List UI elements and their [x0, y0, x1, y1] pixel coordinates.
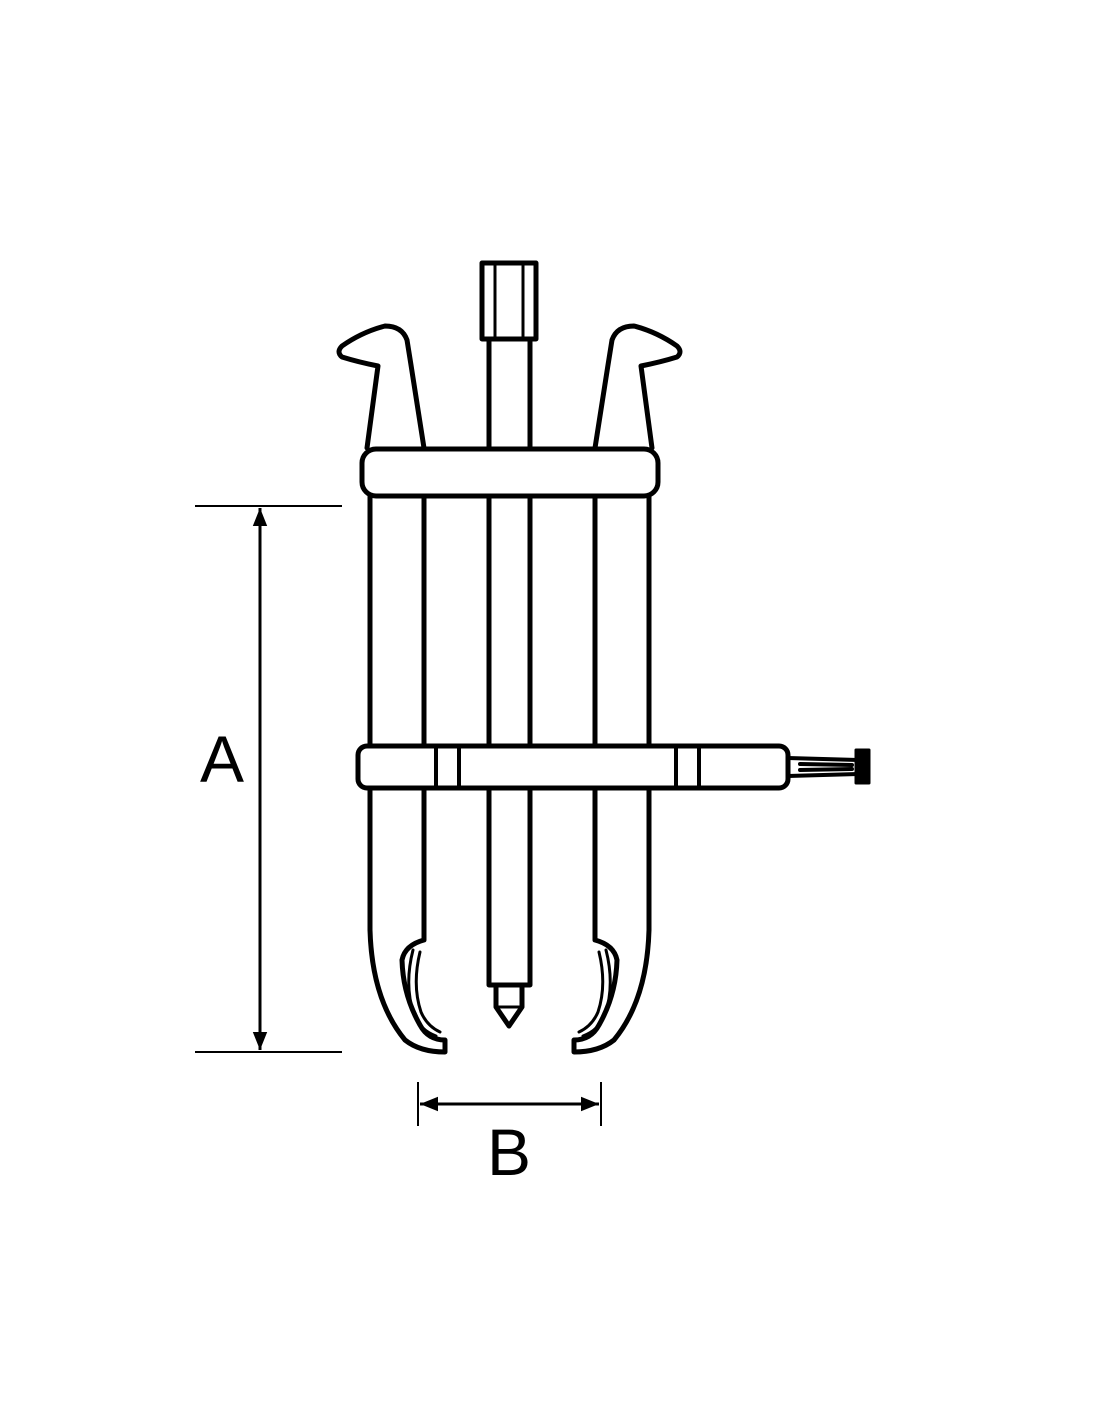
forcing-screw: [479, 260, 539, 1029]
left-jaw-arm: [367, 493, 448, 1055]
upper-crossbar: [359, 446, 661, 499]
screw-tip: [493, 982, 525, 1029]
lower-crossbar: [355, 743, 791, 791]
right-jaw-claw-detail-inner: [577, 950, 605, 1034]
left-jaw: [336, 323, 448, 1055]
left-jaw-claw-detail-inner: [414, 950, 442, 1034]
dimension-a: [195, 505, 342, 1053]
screw-shaft: [486, 336, 533, 988]
screw-hex-head: [479, 260, 539, 342]
locking-screw-shaft: [786, 756, 860, 778]
left-jaw-hook-top: [336, 323, 427, 451]
dimension-b: [417, 1082, 602, 1126]
right-jaw: [571, 323, 683, 1055]
left-jaw-claw-detail: [407, 948, 438, 1038]
dimension-a-label: A: [200, 722, 244, 796]
lower-clamp-bar: [355, 743, 871, 791]
right-jaw-arm: [571, 493, 652, 1055]
right-jaw-hook-top: [592, 323, 683, 451]
right-jaw-claw-detail: [581, 948, 612, 1038]
locking-screw-head: [854, 748, 871, 785]
dimension-b-label: B: [487, 1115, 531, 1189]
